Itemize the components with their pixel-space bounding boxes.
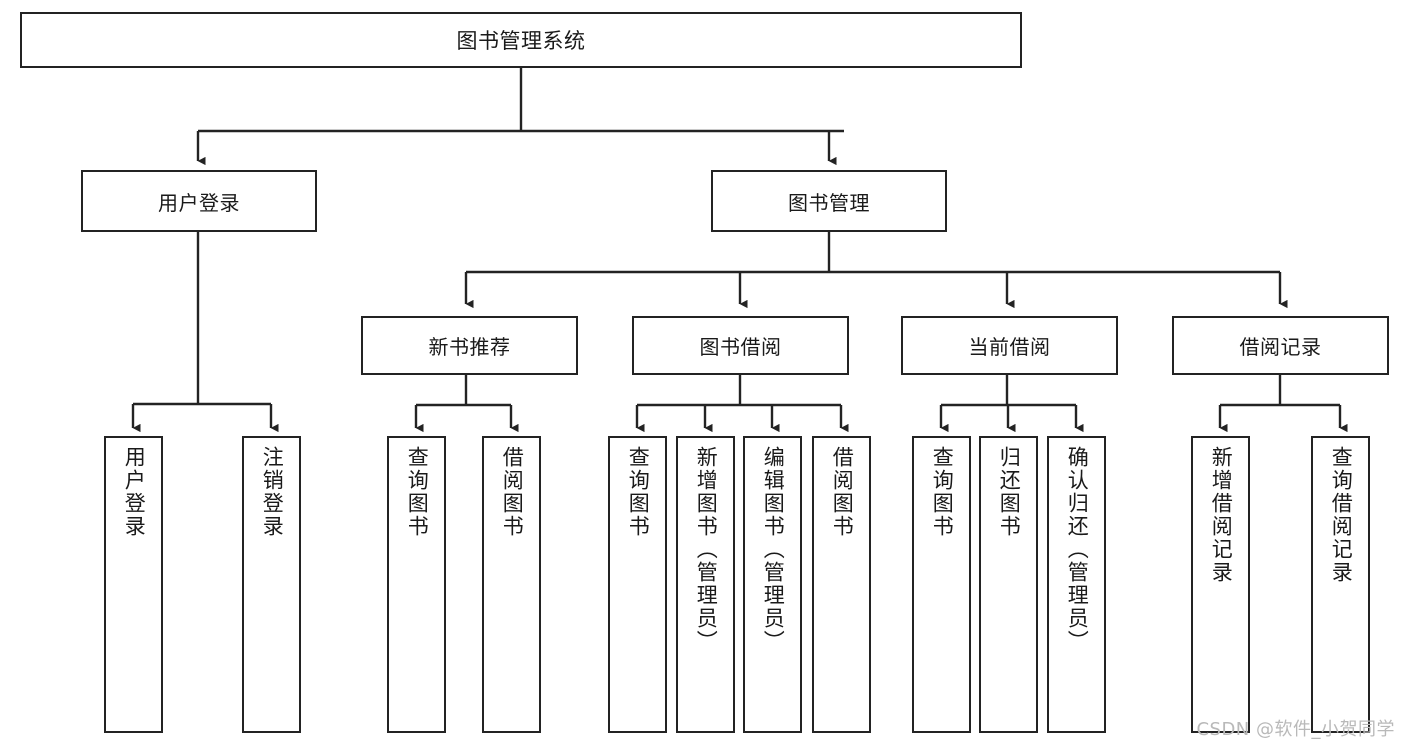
node-leaf-user-login-label: 用户登录 bbox=[122, 446, 147, 538]
node-leaf-borrow-book-1[interactable]: 借阅图书 bbox=[482, 436, 541, 733]
node-user-login[interactable]: 用户登录 bbox=[81, 170, 317, 232]
node-leaf-edit-book[interactable]: 编辑图书（管理员） bbox=[743, 436, 802, 733]
node-current-borrow[interactable]: 当前借阅 bbox=[901, 316, 1118, 375]
node-leaf-query-book-2-label: 查询图书 bbox=[626, 446, 651, 538]
node-leaf-query-borrow-record-label: 查询借阅记录 bbox=[1329, 446, 1354, 584]
node-leaf-logout-login-label: 注销登录 bbox=[260, 446, 285, 538]
node-leaf-return-book-label: 归还图书 bbox=[997, 446, 1022, 538]
node-leaf-user-login[interactable]: 用户登录 bbox=[104, 436, 163, 733]
node-book-management-label: 图书管理 bbox=[788, 190, 870, 215]
node-root[interactable]: 图书管理系统 bbox=[20, 12, 1022, 68]
node-book-management[interactable]: 图书管理 bbox=[711, 170, 947, 232]
node-root-label: 图书管理系统 bbox=[456, 29, 586, 53]
node-leaf-borrow-book-1-label: 借阅图书 bbox=[500, 446, 525, 538]
node-leaf-add-borrow-record[interactable]: 新增借阅记录 bbox=[1191, 436, 1250, 733]
node-leaf-logout-login[interactable]: 注销登录 bbox=[242, 436, 301, 733]
node-leaf-add-book-label: 新增图书（管理员） bbox=[694, 446, 719, 653]
node-borrow-record[interactable]: 借阅记录 bbox=[1172, 316, 1389, 375]
node-leaf-borrow-book-2[interactable]: 借阅图书 bbox=[812, 436, 871, 733]
node-leaf-return-book[interactable]: 归还图书 bbox=[979, 436, 1038, 733]
node-leaf-confirm-return-label: 确认归还（管理员） bbox=[1065, 446, 1090, 653]
csdn-watermark: CSDN @软件_小贺同学 bbox=[1196, 719, 1395, 740]
node-user-login-label: 用户登录 bbox=[158, 190, 240, 215]
node-new-book-recommend[interactable]: 新书推荐 bbox=[361, 316, 578, 375]
node-leaf-edit-book-label: 编辑图书（管理员） bbox=[761, 446, 786, 653]
node-leaf-query-book-2[interactable]: 查询图书 bbox=[608, 436, 667, 733]
node-new-book-recommend-label: 新书推荐 bbox=[428, 335, 511, 359]
node-leaf-add-borrow-record-label: 新增借阅记录 bbox=[1209, 446, 1234, 584]
node-leaf-add-book[interactable]: 新增图书（管理员） bbox=[676, 436, 735, 733]
node-leaf-query-book-1[interactable]: 查询图书 bbox=[387, 436, 446, 733]
node-leaf-query-book-3[interactable]: 查询图书 bbox=[912, 436, 971, 733]
node-book-borrow-label: 图书借阅 bbox=[699, 335, 782, 359]
node-current-borrow-label: 当前借阅 bbox=[968, 335, 1051, 359]
node-leaf-query-book-1-label: 查询图书 bbox=[405, 446, 430, 538]
node-leaf-query-book-3-label: 查询图书 bbox=[930, 446, 955, 538]
node-leaf-query-borrow-record[interactable]: 查询借阅记录 bbox=[1311, 436, 1370, 733]
node-borrow-record-label: 借阅记录 bbox=[1239, 335, 1322, 359]
node-leaf-confirm-return[interactable]: 确认归还（管理员） bbox=[1047, 436, 1106, 733]
node-leaf-borrow-book-2-label: 借阅图书 bbox=[830, 446, 855, 538]
node-book-borrow[interactable]: 图书借阅 bbox=[632, 316, 849, 375]
